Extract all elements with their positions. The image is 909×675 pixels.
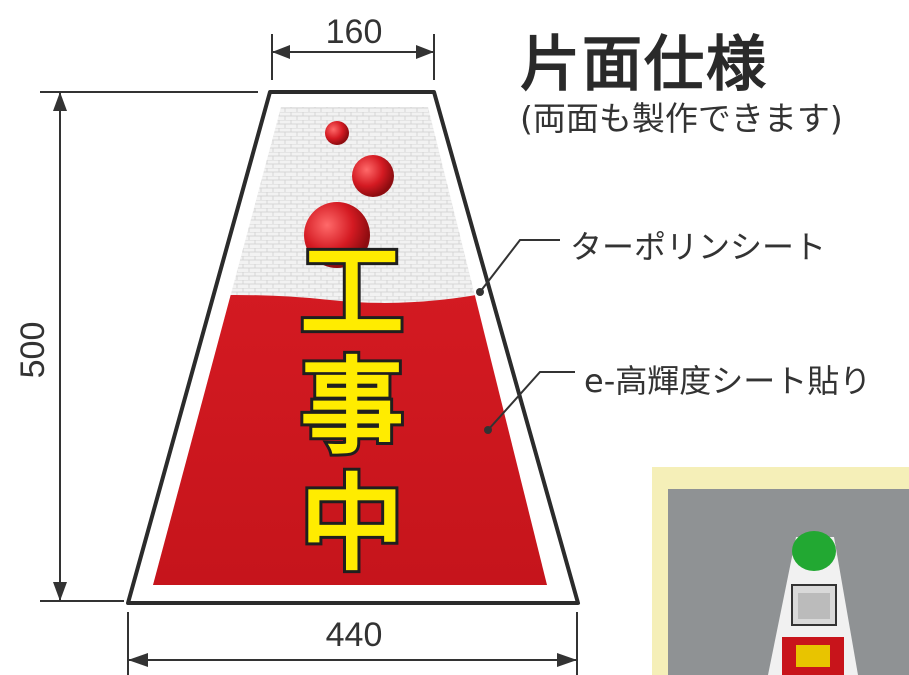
reflective-leader-line [487, 371, 575, 431]
cone-photo-illustration [668, 489, 909, 675]
height-dimension: 500 [14, 91, 258, 602]
tarpaulin-leader-dot [476, 288, 484, 296]
red-ball-large [304, 202, 370, 268]
cone-sign: 工 事 中 [126, 90, 580, 605]
reflective-leader-dot [484, 426, 492, 434]
red-ball-medium [352, 155, 394, 197]
sign-characters: 工 事 中 [297, 228, 407, 588]
sign-char-2: 事 [300, 346, 404, 468]
product-photo-image [668, 489, 909, 675]
callout-reflective: e-高輝度シート貼り [584, 362, 872, 400]
tarpaulin-leader-line [479, 239, 560, 293]
callout-tarpaulin: ターポリンシート [570, 228, 827, 266]
red-ball-small [325, 121, 349, 145]
top-width-label: 160 [326, 13, 383, 51]
title-sub: (両面も製作できます) [520, 99, 843, 138]
height-label: 500 [14, 322, 52, 379]
bottom-width-dimension: 440 [127, 612, 578, 675]
title-main: 片面仕様 [520, 30, 768, 100]
bottom-width-label: 440 [326, 616, 383, 654]
sign-char-1: 工 [300, 231, 404, 353]
top-width-dimension: 160 [271, 13, 435, 80]
product-photo [652, 467, 909, 675]
reflective-red-area [153, 275, 547, 585]
sign-char-3: 中 [300, 463, 404, 585]
